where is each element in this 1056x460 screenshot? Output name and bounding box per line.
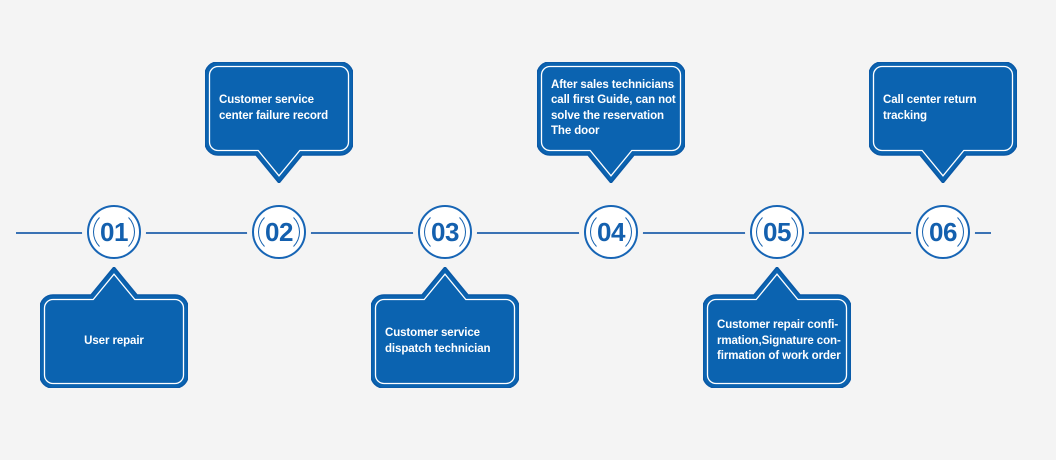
inner-arc-decoration [93, 211, 135, 253]
speech-bubble-down-shape [869, 62, 1017, 183]
step-number: 05 [763, 216, 791, 247]
step-bubble-02: Customer service center failure record [205, 62, 353, 183]
bubble-label: Customer service dispatch technician [385, 327, 491, 355]
inner-arc-decoration [922, 211, 964, 253]
step-bubble-04: After sales technicians call first Guide… [537, 62, 685, 183]
inner-arc-decoration [258, 211, 300, 253]
step-number: 06 [929, 216, 957, 247]
step-number: 03 [431, 216, 459, 247]
bubble-label: After sales technicians call first Guide… [551, 78, 676, 138]
step-number: 01 [100, 216, 128, 247]
inner-arc-decoration [756, 211, 798, 253]
step-marker-04: 04 [584, 205, 638, 259]
speech-bubble-up-shape [371, 267, 519, 388]
step-bubble-05: Customer repair confi- rmation,Signature… [703, 267, 851, 388]
step-bubble-06: Call center return tracking [869, 62, 1017, 183]
bubble-label: User repair [84, 334, 144, 347]
speech-bubble-up-shape [703, 267, 851, 388]
step-bubble-01: User repair [40, 267, 188, 388]
step-marker-06: 06 [916, 205, 970, 259]
bubble-label: Customer repair confi- rmation,Signature… [717, 319, 841, 363]
inner-arc-decoration [590, 211, 632, 253]
speech-bubble-down-shape [537, 62, 685, 183]
timeline-line [16, 232, 991, 234]
step-bubble-03: Customer service dispatch technician [371, 267, 519, 388]
inner-arc-decoration [424, 211, 466, 253]
step-marker-01: 01 [87, 205, 141, 259]
speech-bubble-down-shape [205, 62, 353, 183]
bubble-label: Customer service center failure record [219, 94, 329, 122]
step-marker-05: 05 [750, 205, 804, 259]
speech-bubble-up-shape [40, 267, 188, 388]
step-marker-02: 02 [252, 205, 306, 259]
bubble-label: Call center return tracking [883, 94, 977, 122]
step-number: 02 [265, 216, 293, 247]
step-number: 04 [597, 216, 625, 247]
step-marker-03: 03 [418, 205, 472, 259]
